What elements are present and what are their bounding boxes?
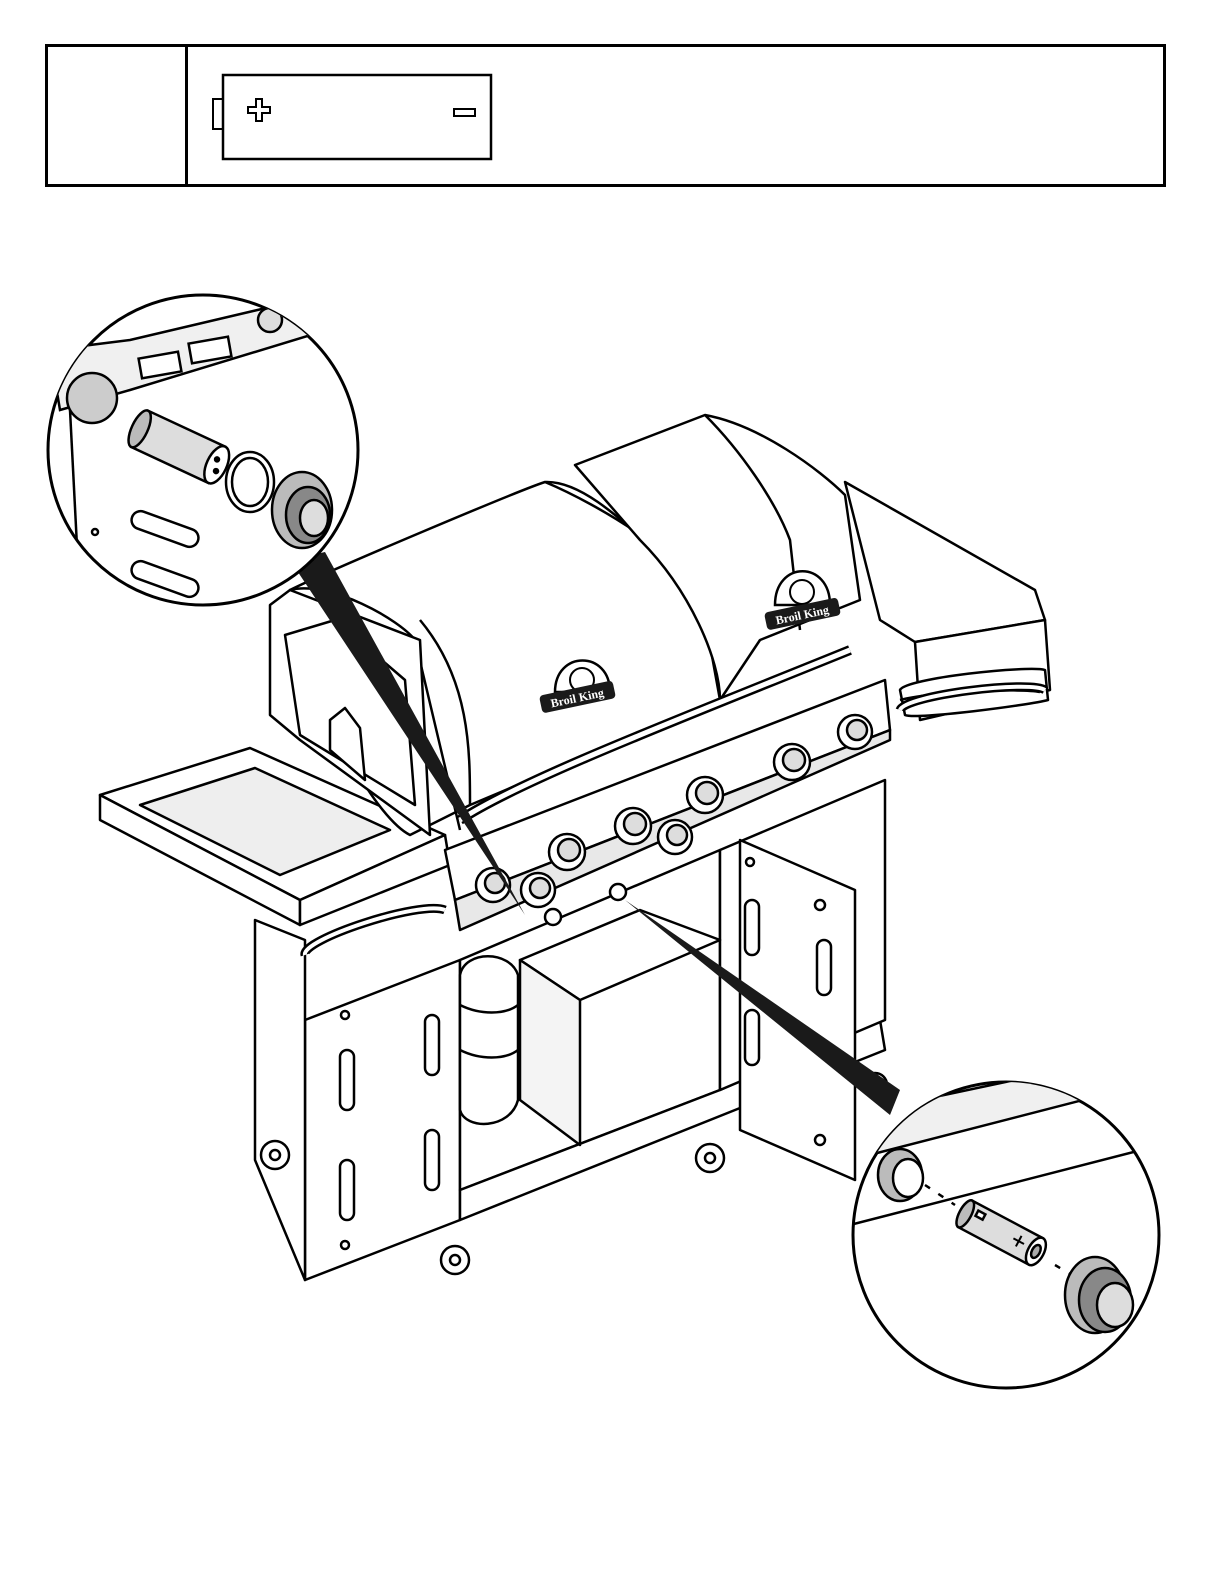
control-knob [615, 808, 651, 844]
control-knob [838, 715, 872, 749]
control-knob [521, 873, 555, 907]
igniter-button [610, 884, 626, 900]
igniter-cap [272, 472, 332, 548]
left-cart-door [305, 960, 460, 1280]
battery-orientation-icon [211, 69, 501, 165]
step-content-cell [191, 47, 1163, 184]
control-knob [687, 777, 723, 813]
instruction-step-box [45, 44, 1166, 187]
igniter-battery-callout-left [48, 290, 360, 605]
step-number-cell [48, 47, 188, 184]
igniter-button [545, 909, 561, 925]
propane-tank [460, 956, 518, 1124]
grill-battery-replacement-illustration: Broil King Broil King [0, 260, 1225, 1440]
control-knob [476, 868, 510, 902]
igniter-battery-callout-right [850, 1045, 1180, 1388]
control-knob [658, 820, 692, 854]
control-knob [549, 834, 585, 870]
right-cart-door [740, 840, 855, 1180]
control-knob [774, 744, 810, 780]
